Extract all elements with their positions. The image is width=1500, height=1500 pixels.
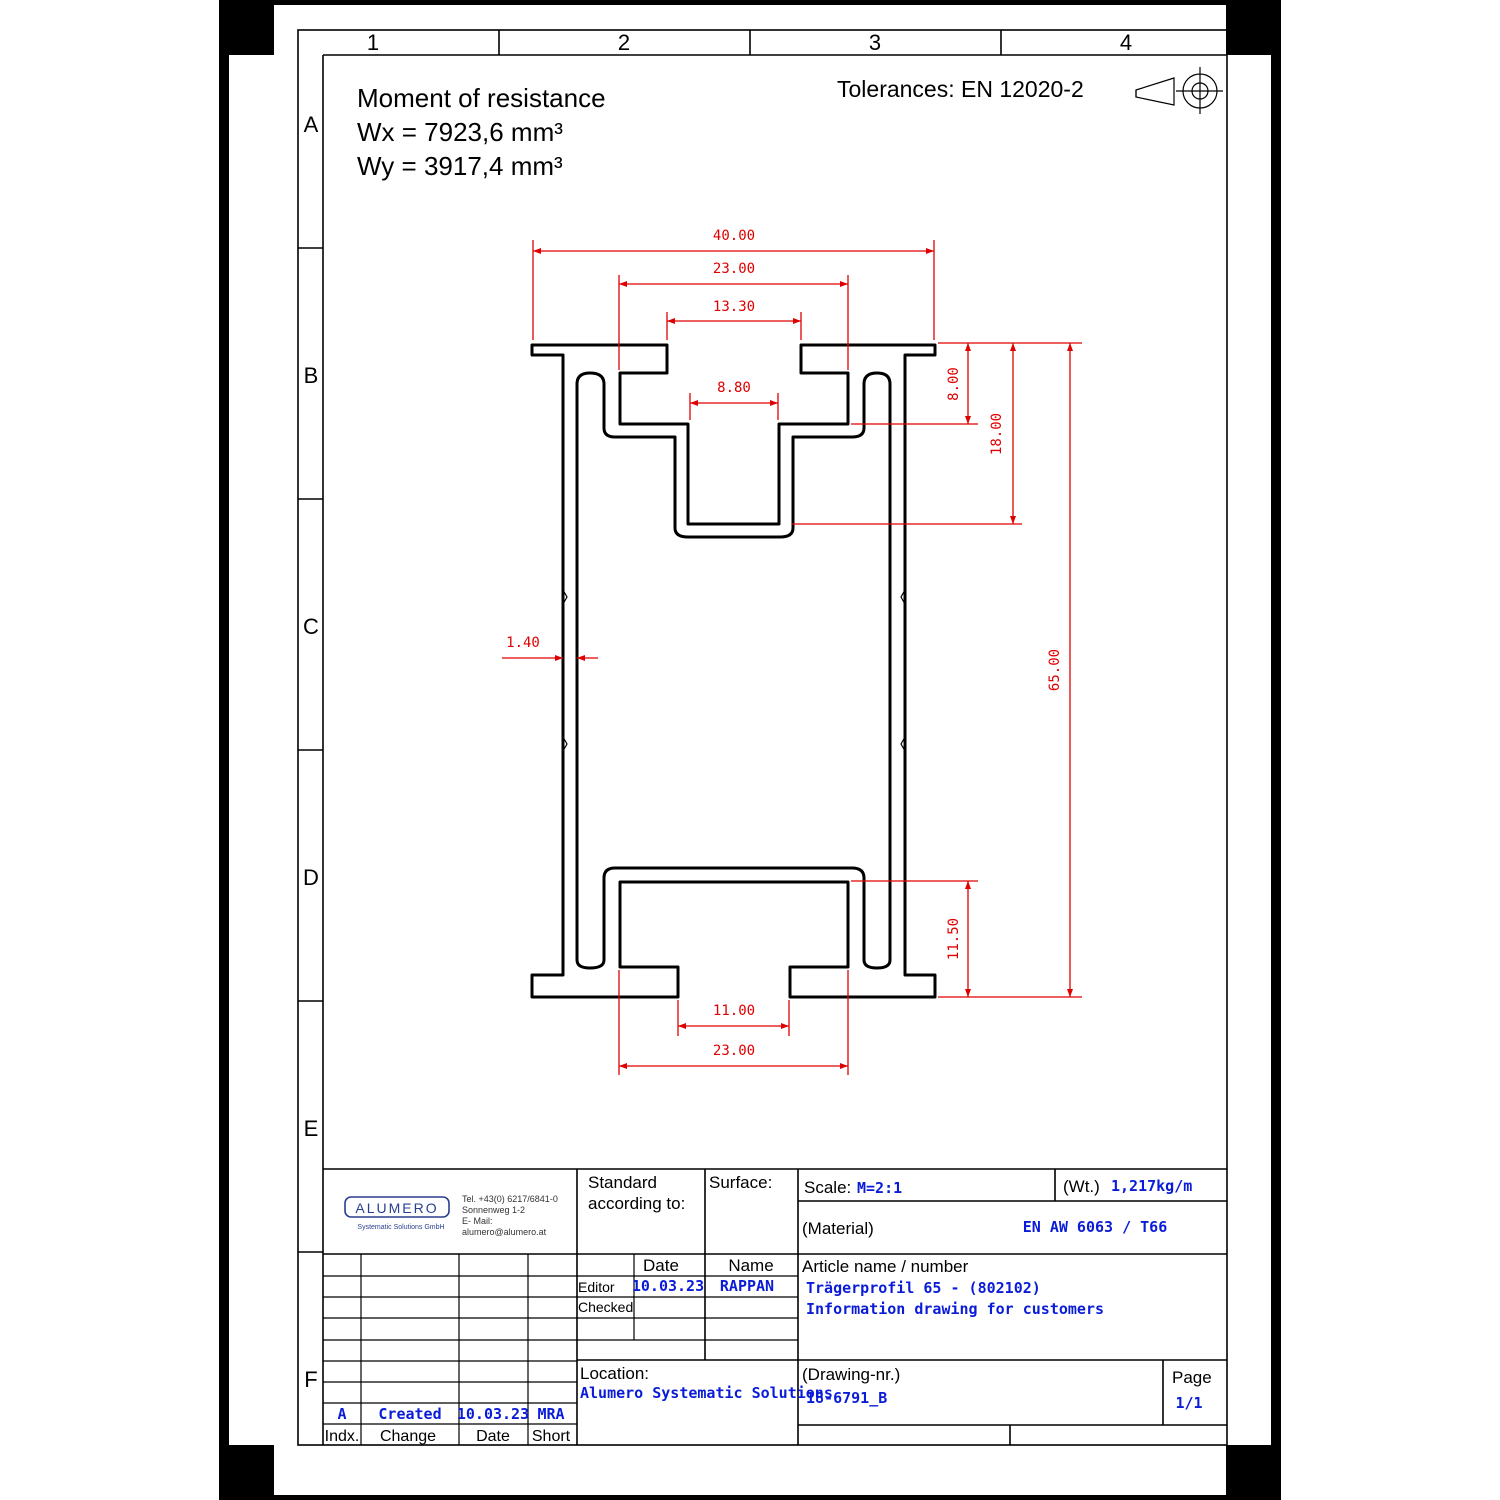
title-block xyxy=(323,1168,1227,1445)
corner-mark-br xyxy=(1226,1445,1281,1500)
name-header: Name xyxy=(728,1256,773,1275)
tolerances-label: Tolerances: EN 12020-2 xyxy=(837,76,1084,102)
location-label: Location: xyxy=(580,1364,649,1383)
dim-flange-height: 8.00 xyxy=(946,367,962,401)
editor-label: Editor xyxy=(578,1279,615,1295)
dim-total-height: 65.00 xyxy=(1047,649,1063,691)
revision-change: Created xyxy=(378,1405,441,1423)
grid-row-c: C xyxy=(303,614,319,639)
company-street: Sonnenweg 1-2 xyxy=(462,1205,525,1215)
wx-value: Wx = 7923,6 mm³ xyxy=(357,117,563,147)
rev-header-date: Date xyxy=(476,1428,510,1445)
surface-label: Surface: xyxy=(709,1173,772,1192)
drawing-nr-value: 18-6791_B xyxy=(806,1389,887,1407)
weight-value: 1,217kg/m xyxy=(1111,1177,1192,1195)
grid-col-1: 1 xyxy=(367,30,379,55)
rev-header-change: Change xyxy=(380,1428,436,1445)
grid-col-2: 2 xyxy=(618,30,630,55)
moment-title: Moment of resistance xyxy=(357,83,606,113)
company-email-label: E- Mail: xyxy=(462,1216,493,1226)
page-label: Page xyxy=(1172,1368,1212,1387)
revision-short: MRA xyxy=(537,1405,564,1423)
page-value: 1/1 xyxy=(1175,1394,1202,1412)
wy-value: Wy = 3917,4 mm³ xyxy=(357,151,563,181)
grid-row-a: A xyxy=(304,112,319,137)
corner-mark-tl xyxy=(219,0,274,55)
material-value: EN AW 6063 / T66 xyxy=(1023,1218,1168,1236)
material-label: (Material) xyxy=(802,1219,874,1238)
date-header: Date xyxy=(643,1256,679,1275)
dim-overall-width: 40.00 xyxy=(713,228,755,244)
dim-top-slot-width: 13.30 xyxy=(713,299,755,315)
article-line-1: Trägerprofil 65 - (802102) xyxy=(806,1279,1041,1297)
rev-header-short: Short xyxy=(532,1428,571,1445)
rev-header-index: Indx. xyxy=(325,1428,360,1445)
article-line-2: Information drawing for customers xyxy=(806,1300,1104,1318)
checked-label: Checked xyxy=(578,1299,633,1315)
revision-date: 10.03.23 xyxy=(457,1405,529,1423)
company-logo: ALUMERO Systematic Solutions GmbH xyxy=(344,1196,450,1231)
dim-bottom-inner-width: 23.00 xyxy=(713,1043,755,1059)
company-email: alumero@alumero.at xyxy=(462,1227,547,1237)
editor-name: RAPPAN xyxy=(720,1277,774,1295)
grid-col-4: 4 xyxy=(1120,30,1132,55)
drawing-nr-label: (Drawing-nr.) xyxy=(802,1365,900,1384)
dim-wall-thickness: 1.40 xyxy=(506,635,540,651)
profile-cross-section xyxy=(530,343,937,999)
scale-value: M=2:1 xyxy=(857,1179,902,1197)
dim-top-channel-width: 8.80 xyxy=(717,380,751,396)
drawing-border xyxy=(297,29,1228,1446)
grid-row-f: F xyxy=(304,1367,317,1392)
article-label: Article name / number xyxy=(802,1257,969,1276)
location-value: Alumero Systematic Solutions xyxy=(580,1384,833,1402)
grid-row-b: B xyxy=(304,363,319,388)
grid-row-e: E xyxy=(304,1116,319,1141)
dim-channel-depth: 18.00 xyxy=(989,413,1005,455)
dim-top-inner-width: 23.00 xyxy=(713,261,755,277)
grid-col-3: 3 xyxy=(869,30,881,55)
first-angle-projection-icon xyxy=(1135,67,1223,114)
dim-bottom-slot-width: 11.00 xyxy=(713,1003,755,1019)
company-tel: Tel. +43(0) 6217/6841-0 xyxy=(462,1194,558,1204)
grid-row-d: D xyxy=(303,865,319,890)
editor-date: 10.03.23 xyxy=(632,1277,704,1295)
corner-mark-tr xyxy=(1226,0,1281,55)
standard-label: Standard xyxy=(588,1173,657,1192)
corner-mark-bl xyxy=(219,1445,274,1500)
dimension-lines xyxy=(502,240,1082,1075)
dim-bottom-channel-depth: 11.50 xyxy=(946,918,962,960)
logo-subtext: Systematic Solutions GmbH xyxy=(357,1224,444,1231)
scale-label: Scale: xyxy=(804,1178,851,1197)
weight-label: (Wt.) xyxy=(1063,1177,1100,1196)
standard-label-2: according to: xyxy=(588,1194,685,1213)
logo-text: ALUMERO xyxy=(355,1200,438,1216)
revision-index: A xyxy=(337,1405,346,1423)
